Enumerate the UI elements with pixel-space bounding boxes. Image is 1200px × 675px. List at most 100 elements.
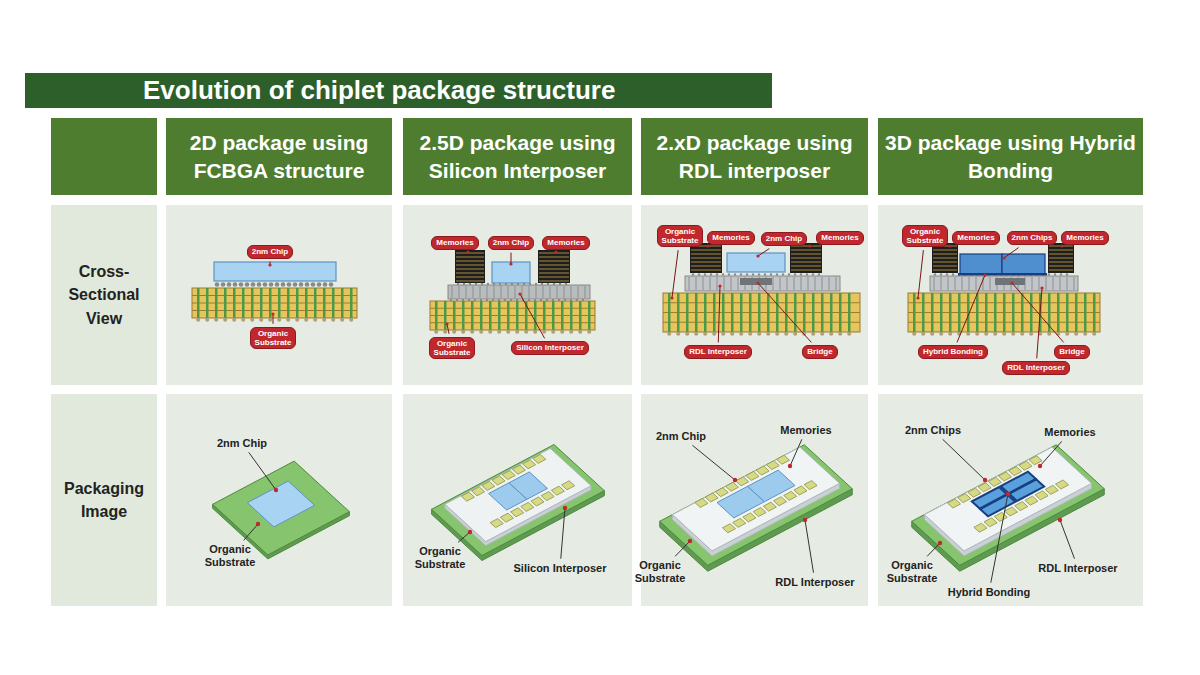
leader-dot [1058,518,1062,522]
leader-dot [466,250,469,253]
substrate-via [453,301,456,330]
micro-bump [1054,273,1056,275]
solder-ball [667,332,671,336]
chip-die [214,262,336,281]
memory-die [958,494,971,503]
memory-die [512,465,525,474]
callout-pill: Silicon Interposer [511,341,589,354]
memory-die [492,476,505,485]
micro-bump [692,273,694,275]
solder-ball [196,318,200,322]
micro-bump [1060,273,1062,275]
memory-stack [932,243,958,273]
memory-layer [691,262,721,263]
micro-bump [305,282,310,287]
memory-die [1029,456,1042,465]
solder-ball [703,332,707,336]
micro-bump [698,273,700,275]
callout-text: Organic Substrate [434,339,471,357]
chip-die [960,254,1002,274]
substrate-via [749,293,752,332]
organic-substrate [192,288,357,322]
interposer-via [564,286,565,298]
callout-pill: 2nm Chip [488,236,534,249]
callout-pill: Memories [707,231,754,244]
substrate-via [1057,293,1060,332]
substrate-via [287,288,290,318]
micro-bump [263,282,268,287]
memory-layer [691,266,721,267]
organic-substrate-iso [912,445,1105,566]
substrate-via [242,288,245,318]
memory-die [968,488,981,497]
organic-substrate [663,293,860,336]
interposer-via [780,277,781,290]
interposer-via [459,286,460,298]
leader-dot [756,281,759,284]
memory-die [1019,461,1032,470]
solder-ball [232,318,236,322]
leader-dot [1060,244,1063,247]
solder-ball [739,332,743,336]
substrate-via [958,293,961,332]
interposer-via [738,277,739,290]
substrate-via [260,288,263,318]
memory-die [531,497,544,506]
table-cell [403,394,632,606]
substrate-via [462,301,465,330]
part-label: Memories [1044,426,1095,439]
callout-text: Organic Substrate [907,227,944,245]
micro-bump [559,283,561,285]
substrate-via [314,288,317,318]
memory-die [756,466,769,475]
memory-layer [933,270,957,271]
memory-die [1009,467,1022,476]
title-text: Evolution of chiplet package structure [25,73,772,108]
micro-bump [469,283,471,285]
solder-ball [295,318,299,322]
memory-die [521,502,534,511]
solder-ball [551,330,555,334]
solder-ball [286,318,290,322]
solder-ball [748,332,752,336]
memory-layer [456,269,484,270]
substrate-via [296,288,299,318]
substrate-body [192,288,357,318]
part-label: Memories [780,424,831,437]
solder-ball [461,330,465,334]
memory-layer [1049,250,1073,251]
leader-dot [1040,286,1043,289]
solder-ball [948,332,952,336]
solder-ball [838,332,842,336]
solder-ball [811,332,815,336]
memory-stack [790,243,822,273]
solder-ball [587,330,591,334]
interposer-via [808,277,809,290]
part-label: 2nm Chip [656,430,706,443]
micro-bump [764,273,766,275]
leader-dot [948,244,951,247]
memory-die [705,493,718,502]
solder-ball [685,332,689,336]
interposer-via [578,286,579,298]
interposer-via [724,277,725,290]
part-label: Silicon Interposer [514,562,607,575]
header-cell [166,118,392,195]
micro-bump [704,273,706,275]
interposer-via [934,277,935,290]
memory-layer [539,265,569,266]
substrate-via [839,293,842,332]
memory-layer [791,246,821,247]
memory-layer [791,262,821,263]
solder-ball [793,332,797,336]
callout-text: 2nm Chip [252,247,288,256]
micro-bump [728,273,730,275]
bridge [995,278,1025,285]
substrate-via [913,293,916,332]
memory-stack [455,250,485,283]
leader-dot [1002,256,1005,259]
micro-bump [257,282,262,287]
micro-bump [293,282,298,287]
micro-bump [940,273,942,275]
memory-layer [456,281,484,282]
